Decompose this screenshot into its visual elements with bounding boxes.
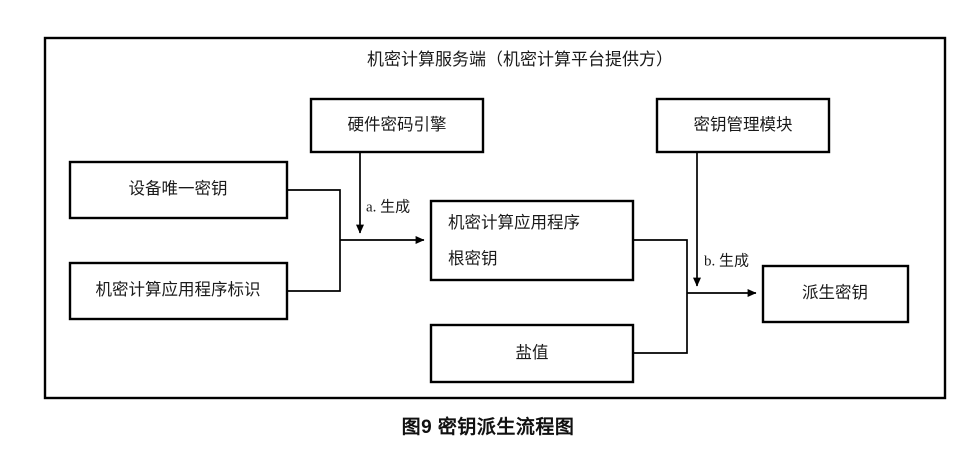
node-salt-value[interactable] [429, 323, 635, 384]
connector-device-key-to-merge [287, 189, 341, 240]
connector-root-key-to-merge [633, 239, 688, 293]
node-label-app-root-key-line1: 机密计算应用程序 [448, 213, 580, 232]
node-derived-key[interactable] [761, 264, 910, 324]
node-app-root-key[interactable] [429, 199, 635, 282]
connector-salt-to-merge [633, 293, 688, 354]
node-label-hardware-crypto-engine: 硬件密码引擎 [348, 115, 447, 134]
container-title: 机密计算服务端（机密计算平台提供方） [367, 50, 673, 69]
node-device-unique-key[interactable] [68, 160, 289, 220]
node-label-device-unique-key: 设备唯一密钥 [129, 179, 228, 198]
node-key-management-module[interactable] [655, 97, 831, 154]
edge-label-generate-derived-key: b. 生成 [704, 252, 749, 269]
node-label-app-identifier: 机密计算应用程序标识 [96, 280, 261, 299]
node-label-salt-value: 盐值 [516, 343, 549, 362]
edge-label-generate-root-key: a. 生成 [366, 198, 410, 215]
node-label-derived-key: 派生密钥 [802, 283, 868, 302]
node-hardware-crypto-engine[interactable] [309, 97, 485, 154]
figure-caption: 图9 密钥派生流程图 [401, 417, 575, 438]
connector-app-identifier-to-merge [287, 240, 341, 292]
node-app-identifier[interactable] [68, 261, 289, 321]
node-label-key-management-module: 密钥管理模块 [694, 115, 793, 134]
node-label-app-root-key-line2: 根密钥 [448, 249, 498, 268]
